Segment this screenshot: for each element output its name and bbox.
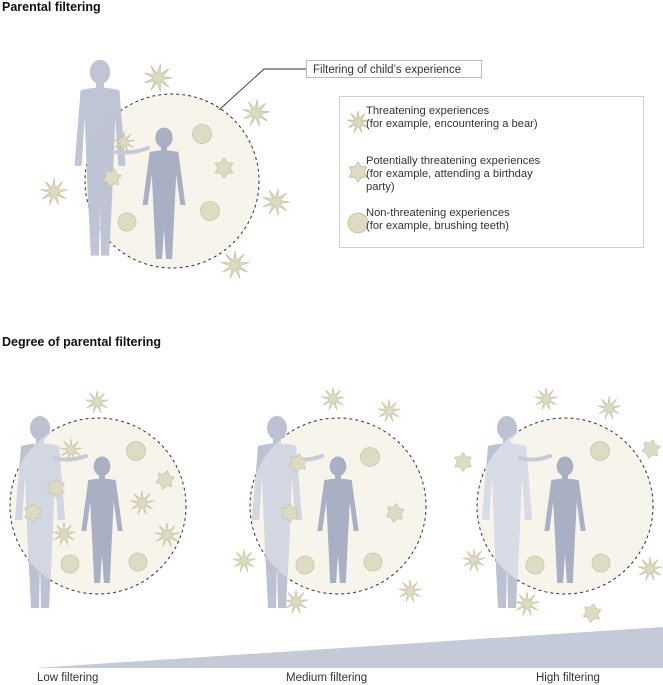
threatening-experience <box>113 130 135 153</box>
threatening-experience <box>514 591 540 616</box>
potentially-threatening-experience <box>24 502 42 524</box>
threatening-experience <box>462 548 486 572</box>
potentially-threatening-experience <box>288 452 308 474</box>
non-threatening-experience <box>117 212 137 232</box>
legend-example: (for example, brushing teeth) <box>366 220 510 232</box>
top-scene <box>40 59 306 279</box>
potentially-threatening-experience <box>155 470 175 490</box>
threatening-experience <box>637 556 663 581</box>
scene-high-filtering <box>454 387 663 624</box>
legend-box: Threatening experiences (for example, en… <box>339 96 644 248</box>
non-threatening-experience <box>525 555 545 575</box>
non-threatening-experience <box>192 124 212 144</box>
non-threatening-experience <box>360 447 380 467</box>
experiences-top <box>40 63 290 279</box>
potentially-threatening-experience <box>385 502 405 524</box>
threatening-experience <box>154 522 180 547</box>
non-threatening-experience <box>363 552 383 572</box>
threatening-experience <box>60 438 82 461</box>
scene-medium-filtering <box>232 387 427 614</box>
non-threatening-experience <box>60 554 80 574</box>
potentially-threatening-experience <box>214 157 234 179</box>
threatening-experience <box>398 579 422 603</box>
potentially-threatening-experience <box>454 451 472 473</box>
callout-leader-line <box>218 68 306 111</box>
threatening-experience <box>597 396 621 420</box>
non-threatening-experience <box>128 552 148 572</box>
non-threatening-experience <box>590 441 610 461</box>
callout-filtering-label: Filtering of child’s experience <box>306 60 482 78</box>
threatening-experience <box>283 589 309 614</box>
threatening-experience <box>534 387 558 411</box>
potentially-threatening-experience <box>102 168 122 188</box>
non-threat-circle-icon <box>347 212 369 234</box>
legend-label: Non-threatening experiences <box>366 207 510 219</box>
legend-example: (for example, encountering a bear) <box>366 118 538 130</box>
label-high-filtering: High filtering <box>536 672 600 684</box>
potential-threat-star-icon <box>348 161 368 183</box>
threatening-experience <box>220 250 250 279</box>
potentially-threatening-experience <box>582 602 602 624</box>
non-threatening-experience <box>591 553 611 573</box>
non-threatening-experience <box>200 201 220 221</box>
child-figure <box>114 127 186 260</box>
threatening-experience <box>377 399 401 423</box>
legend-label: Potentially threatening experiences <box>366 155 541 167</box>
legend-example-cont: party) <box>366 181 395 193</box>
threatening-experience <box>52 522 76 546</box>
non-threatening-experience <box>126 441 146 461</box>
panel-title-parental-filtering: Parental filtering <box>2 0 101 14</box>
panel-title-degree-of-filtering: Degree of parental filtering <box>2 335 162 349</box>
potentially-threatening-experience <box>641 439 661 459</box>
filtering-degree-wedge <box>35 627 663 668</box>
legend-example: (for example, attending a birthday <box>366 168 533 180</box>
label-low-filtering: Low filtering <box>37 672 99 684</box>
threatening-experience <box>232 549 256 573</box>
potentially-threatening-experience <box>47 477 65 499</box>
threatening-experience <box>144 63 173 93</box>
threatening-experience <box>129 490 155 515</box>
threatening-experience <box>262 188 290 216</box>
label-medium-filtering: Medium filtering <box>286 672 368 684</box>
potentially-threatening-experience <box>281 502 299 524</box>
scene-low-filtering <box>9 390 187 608</box>
threatening-experience <box>242 99 270 127</box>
threat-spiky-icon <box>347 110 369 133</box>
threatening-experience <box>85 390 109 414</box>
threatening-experience <box>321 387 345 411</box>
threatening-experience <box>40 178 68 206</box>
legend-label: Threatening experiences <box>366 105 490 117</box>
non-threatening-experience <box>295 555 315 575</box>
